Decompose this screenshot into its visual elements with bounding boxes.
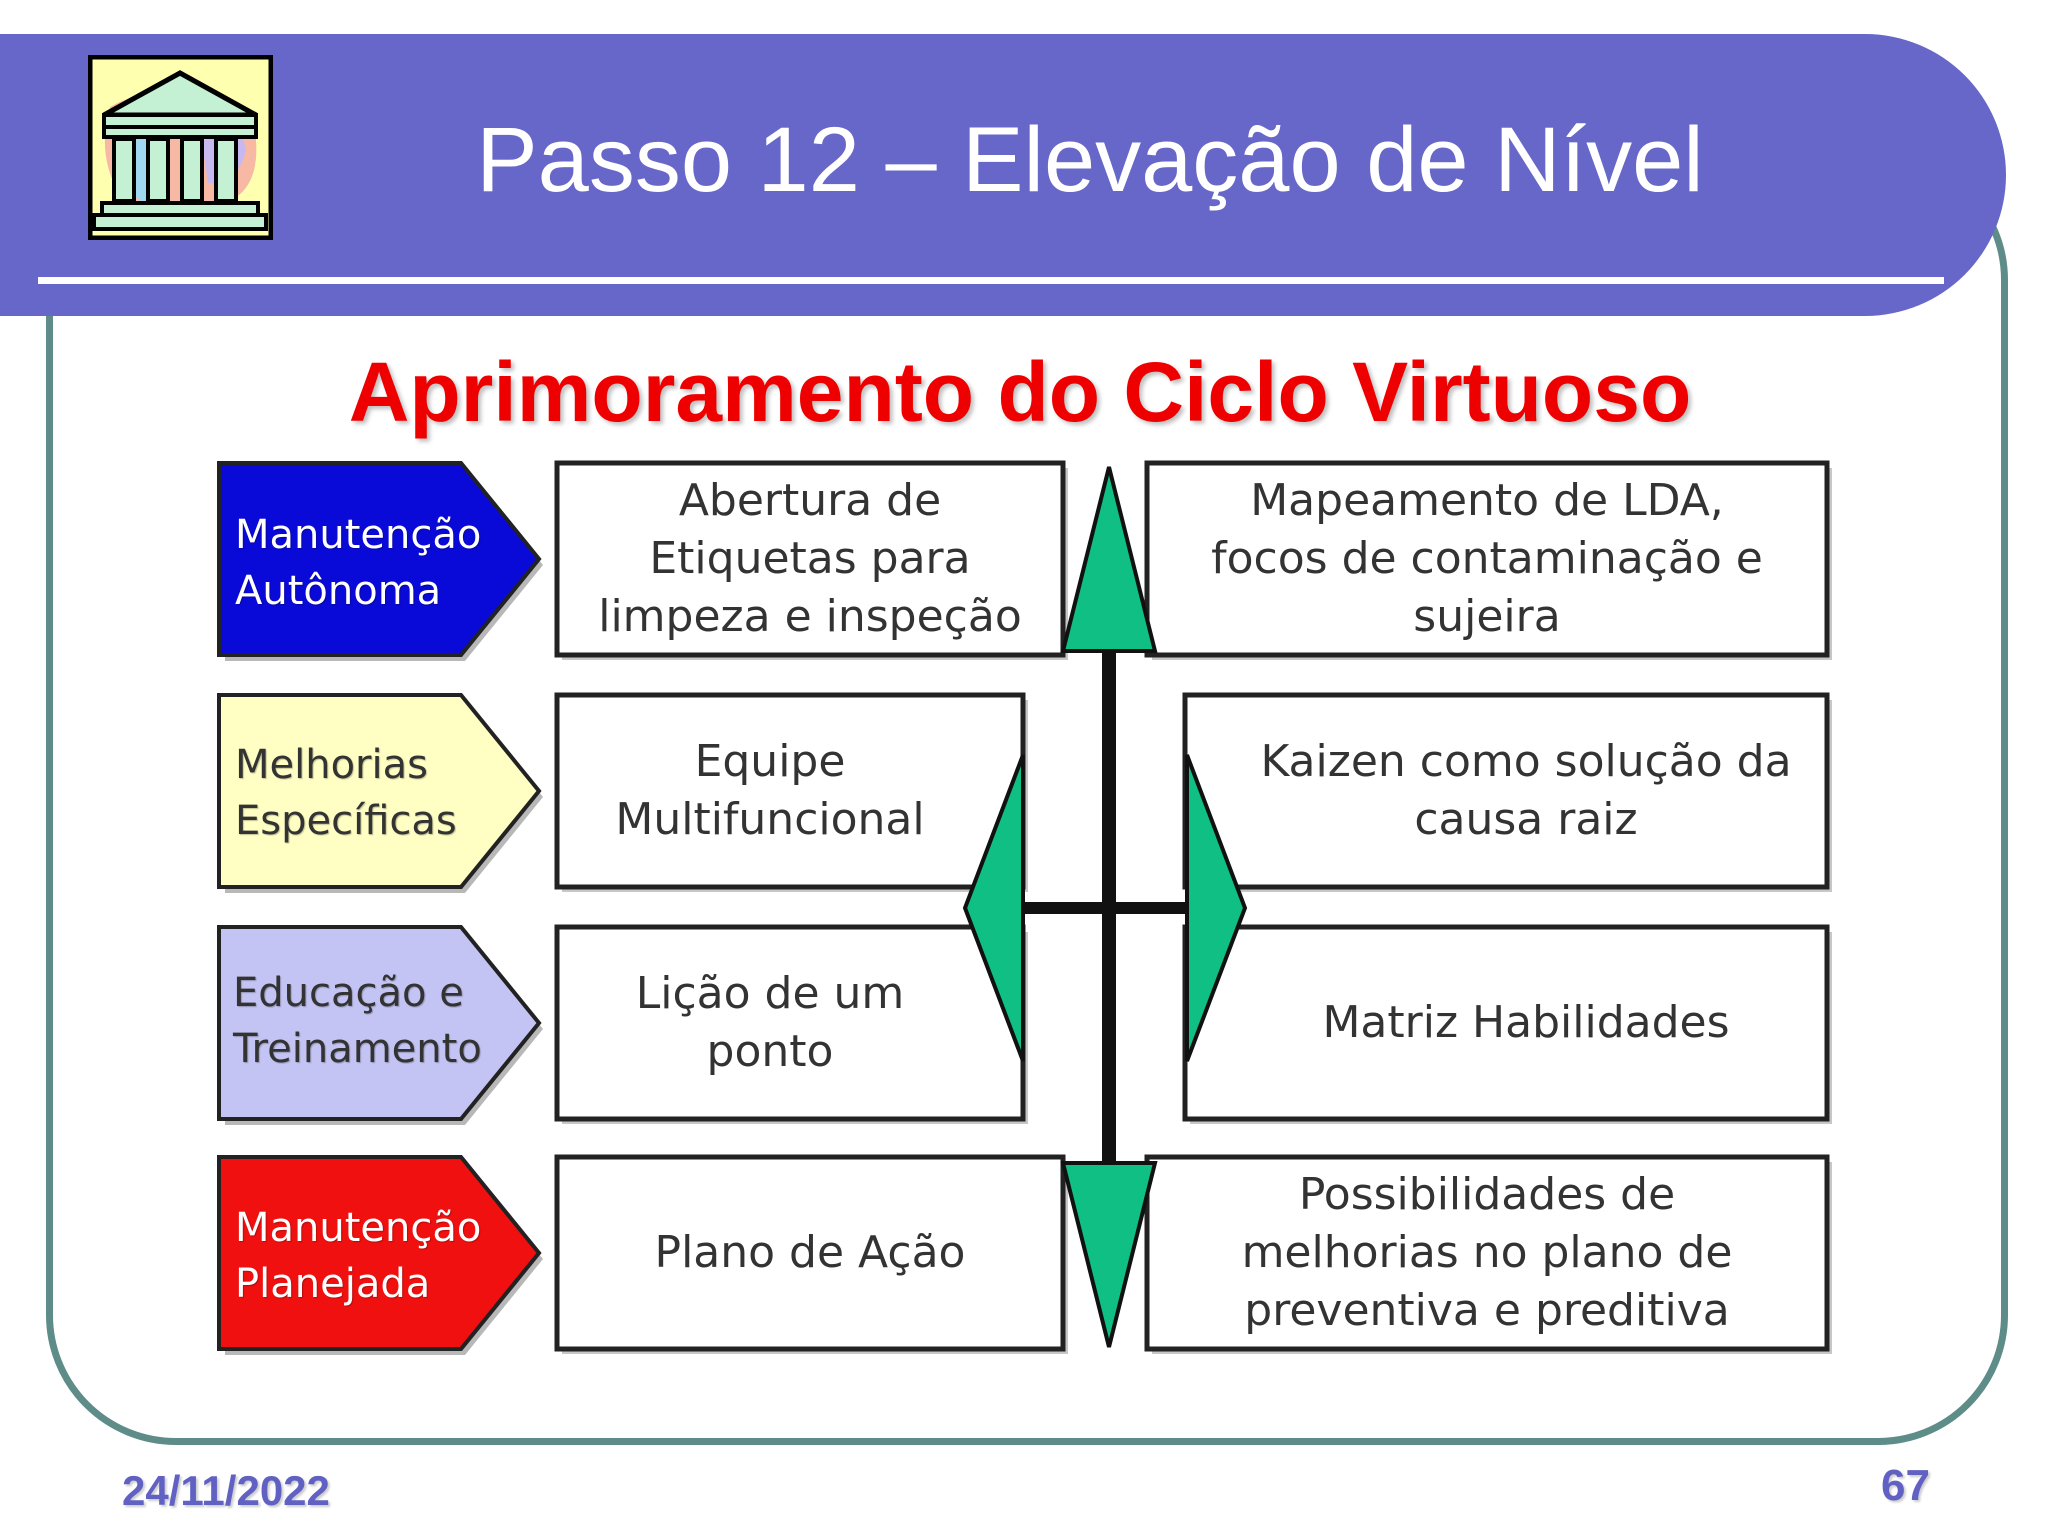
right-arrow-icon [1185, 754, 1248, 1062]
slide-page-number: 67 [1881, 1461, 1930, 1510]
title-bar [0, 34, 2006, 316]
title-underline [38, 277, 1944, 284]
slide-title: Passo 12 – Elevação de Nível [476, 109, 1704, 211]
planned-maintenance-tool-text: Plano de Ação [654, 1227, 966, 1278]
autonomous-maintenance-pillar-arrow [217, 461, 542, 657]
education-training-outcome-text: Matriz Habilidades [1322, 997, 1730, 1048]
planned-maintenance-tool-box [554, 1154, 1066, 1352]
planned-maintenance-outcome-box [1144, 1154, 1830, 1352]
up-arrow-icon [1060, 466, 1158, 653]
autonomous-maintenance-outcome-box [1144, 460, 1830, 658]
autonomous-maintenance-tool-box [554, 460, 1066, 658]
specific-improvements-pillar-arrow [217, 693, 542, 889]
education-training-pillar-arrow [217, 925, 542, 1121]
left-arrow-icon [962, 754, 1025, 1062]
slide-date: 24/11/2022 [122, 1467, 330, 1514]
autonomous-maintenance-outcome-text: Mapeamento de LDA,focos de contaminação … [1211, 475, 1763, 642]
building-columns-icon [87, 54, 274, 241]
down-arrow-icon [1060, 1161, 1158, 1348]
center-horizontal-line [995, 902, 1215, 914]
education-training-tool-box [554, 924, 1026, 1122]
specific-improvements-outcome-box [1182, 692, 1830, 890]
diagram-title: Aprimoramento do Ciclo Virtuoso [348, 345, 1692, 439]
center-vertical-line [1102, 565, 1116, 1285]
diagram-shapes [217, 460, 1832, 1355]
planned-maintenance-pillar-arrow [217, 1155, 542, 1351]
specific-improvements-tool-box [554, 692, 1026, 890]
